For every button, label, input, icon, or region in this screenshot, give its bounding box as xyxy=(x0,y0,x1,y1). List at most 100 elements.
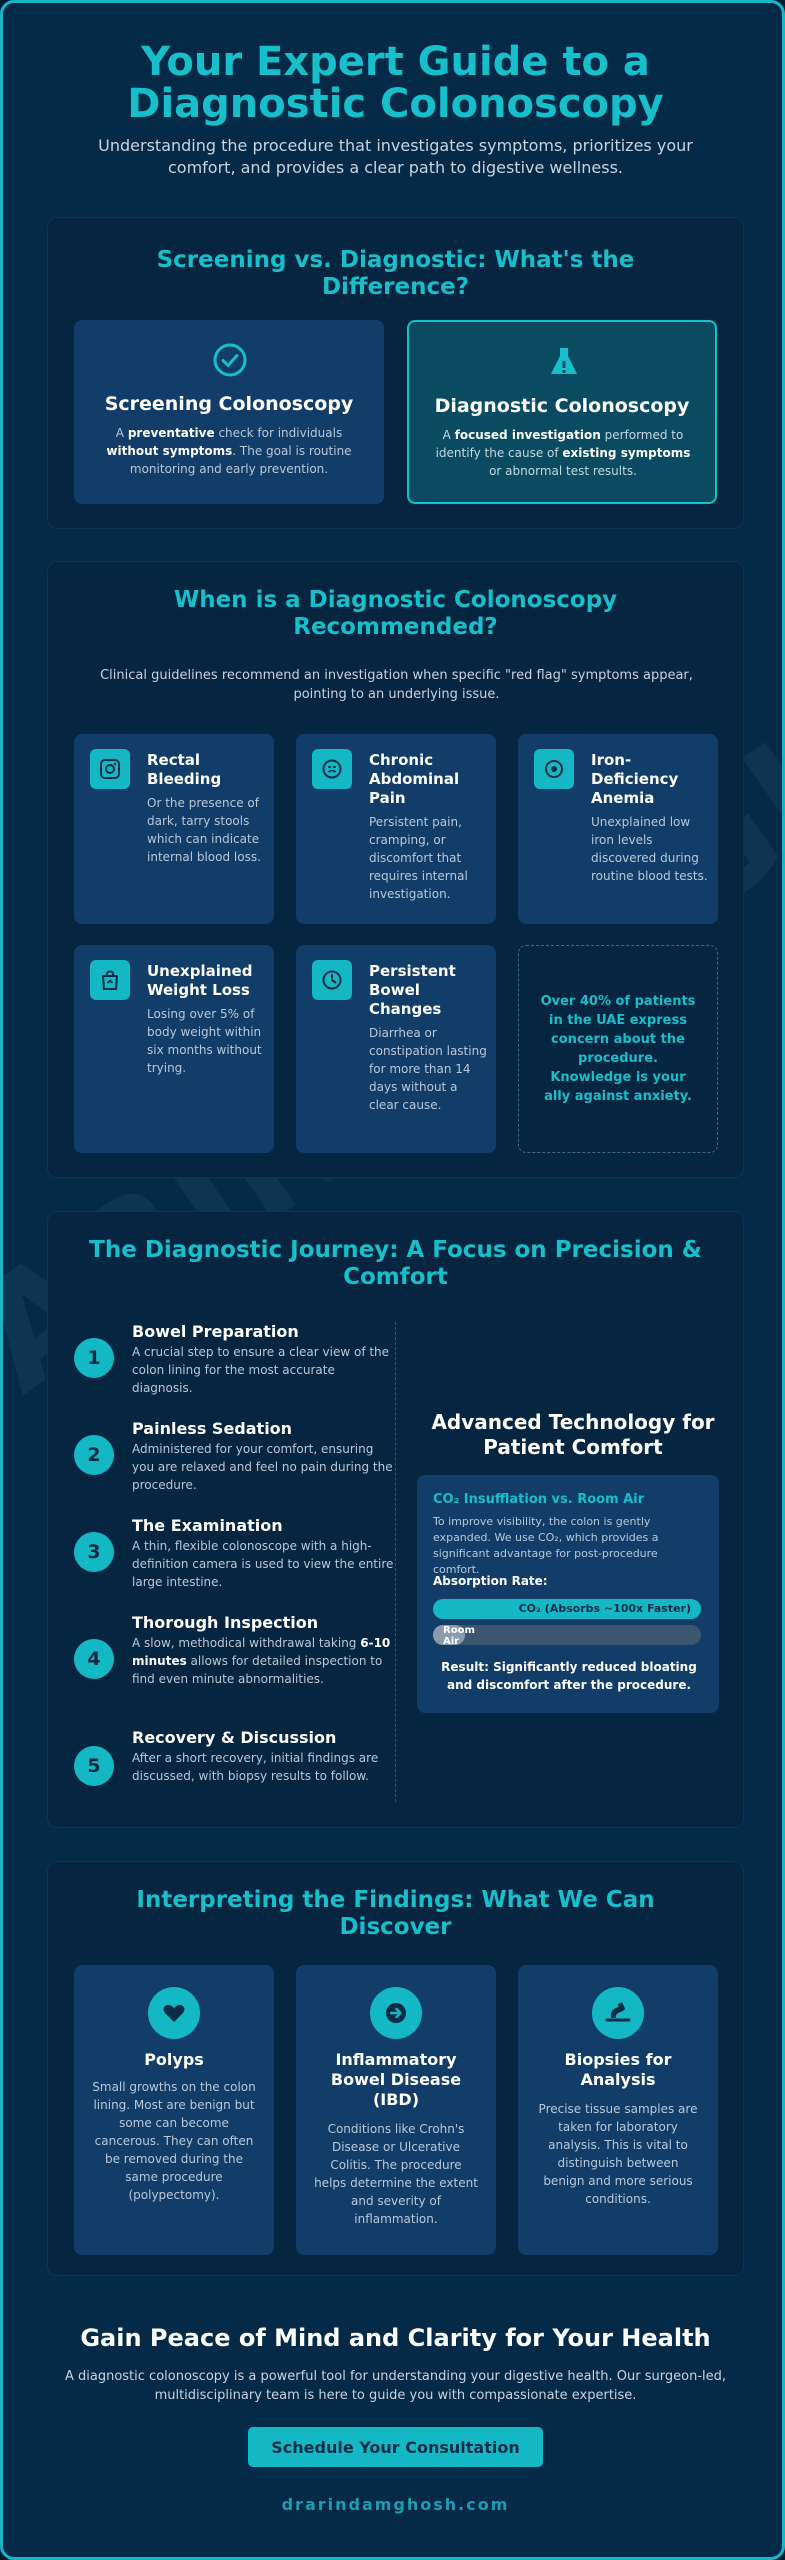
page-title: Your Expert Guide to a Diagnostic Colono… xyxy=(3,39,782,127)
step-number: 1 xyxy=(74,1338,114,1378)
journey-divider xyxy=(395,1322,396,1802)
finding-card: Inflammatory Bowel Disease (IBD) Conditi… xyxy=(296,1965,496,2255)
text-part: . The goal is routine monitoring and ear… xyxy=(129,444,352,476)
section-title-line2: Recommended? xyxy=(293,614,498,640)
co2-bar-label: CO₂ (Absorbs ~100x Faster) xyxy=(518,1602,691,1615)
step-number: 5 xyxy=(74,1746,114,1786)
section-title-line1: Interpreting the Findings: What We Can xyxy=(136,1887,655,1913)
section-title: The Diagnostic Journey: A Focus on Preci… xyxy=(48,1237,743,1291)
footer-text: A diagnostic colonoscopy is a powerful t… xyxy=(64,2369,727,2403)
text-part: performed to identify the cause of xyxy=(435,428,684,460)
diagnostic-journey-section: The Diagnostic Journey: A Focus on Preci… xyxy=(47,1211,744,1828)
text-part: A xyxy=(442,428,455,442)
section-title-line1: Screening vs. Diagnostic: What's the xyxy=(156,247,635,273)
text-part: A slow, methodical withdrawal taking xyxy=(132,1636,361,1650)
section-title-line1: When is a Diagnostic Colonoscopy xyxy=(173,587,618,613)
co2-result: Result: Significantly reduced bloating a… xyxy=(441,1660,697,1692)
screening-card-title: Screening Colonoscopy xyxy=(104,393,354,415)
bag-icon xyxy=(90,960,130,1000)
findings-section: Interpreting the Findings: What We Can D… xyxy=(47,1861,744,2276)
step-text: Administered for your comfort, ensuring … xyxy=(132,1442,393,1492)
flask-icon xyxy=(546,344,582,380)
co2-box-text: To improve visibility, the colon is gent… xyxy=(433,1515,659,1576)
symptom-card-text: Losing over 5% of body weight within six… xyxy=(147,1007,262,1075)
target-icon xyxy=(534,749,574,789)
finding-card-text: Small growths on the colon lining. Most … xyxy=(92,2080,256,2202)
screening-vs-diagnostic-section: Screening vs. Diagnostic: What's the Dif… xyxy=(47,217,744,529)
tech-title: Advanced Technology for Patient Comfort xyxy=(431,1410,715,1459)
symptom-card: Iron-Deficiency Anemia Unexplained low i… xyxy=(518,734,718,924)
text-bold: focused investigation xyxy=(454,428,601,442)
symptom-card: Chronic Abdominal Pain Persistent pain, … xyxy=(296,734,496,924)
air-bar-track: Room Air xyxy=(433,1625,701,1647)
section-title-line2: Discover xyxy=(339,1914,452,1940)
website-link[interactable]: drarindamghosh.com xyxy=(281,2495,510,2514)
screening-card-text: A preventative check for individuals wit… xyxy=(104,424,354,478)
symptom-card-title: Chronic Abdominal Pain xyxy=(369,751,460,807)
symptom-card-title: Rectal Bleeding xyxy=(147,751,222,788)
section-title: Interpreting the Findings: What We Can D… xyxy=(48,1887,743,1941)
co2-box-title: CO₂ Insufflation vs. Room Air xyxy=(433,1492,645,1507)
step-text: After a short recovery, initial findings… xyxy=(132,1751,379,1783)
symptom-card-text: Unexplained low iron levels discovered d… xyxy=(591,815,708,883)
text-part: or abnormal test results. xyxy=(489,464,637,478)
footer-title: Gain Peace of Mind and Clarity for Your … xyxy=(80,2324,711,2352)
symptom-card-text: Diarrhea or constipation lasting for mor… xyxy=(369,1026,487,1112)
air-bar-label: Room Air xyxy=(443,1625,475,1647)
check-circle-icon xyxy=(212,342,248,378)
camera-icon xyxy=(90,749,130,789)
page-subtitle: Understanding the procedure that investi… xyxy=(98,136,693,177)
symptom-card-title: Persistent Bowel Changes xyxy=(369,962,456,1018)
section-title: Screening vs. Diagnostic: What's the Dif… xyxy=(48,247,743,301)
page-title-line2: Diagnostic Colonoscopy xyxy=(127,81,664,127)
screening-card: Screening Colonoscopy A preventative che… xyxy=(74,320,384,504)
finding-card-text: Conditions like Crohn's Disease or Ulcer… xyxy=(314,2122,478,2226)
microscope-icon xyxy=(592,1987,644,2039)
finding-card-title: Biopsies for Analysis xyxy=(564,2050,672,2089)
text-bold: 6-10 minutes xyxy=(132,1636,391,1668)
step-text: A slow, methodical withdrawal taking 6-1… xyxy=(132,1634,394,1688)
finding-card: Biopsies for Analysis Precise tissue sam… xyxy=(518,1965,718,2255)
symptom-card: Unexplained Weight Loss Losing over 5% o… xyxy=(74,945,274,1153)
co2-comparison-box: CO₂ Insufflation vs. Room Air To improve… xyxy=(417,1475,719,1713)
clock-icon xyxy=(312,960,352,1000)
section-title: When is a Diagnostic Colonoscopy Recomme… xyxy=(48,587,743,641)
step-number: 4 xyxy=(74,1639,114,1679)
step-number: 3 xyxy=(74,1532,114,1572)
section-title-line2: Comfort xyxy=(343,1264,448,1290)
page-title-line1: Your Expert Guide to a xyxy=(141,39,650,85)
face-icon xyxy=(312,749,352,789)
text-bold: existing symptoms xyxy=(562,446,691,460)
section-intro: Clinical guidelines recommend an investi… xyxy=(100,668,693,702)
diagnostic-card-title: Diagnostic Colonoscopy xyxy=(434,395,690,417)
text-bold: without symptoms xyxy=(106,444,233,458)
finding-card-title: Inflammatory Bowel Disease (IBD) xyxy=(330,2050,462,2109)
symptom-card: Rectal Bleeding Or the presence of dark,… xyxy=(74,734,274,924)
text-bold: preventative xyxy=(127,426,215,440)
symptom-card-title: Iron-Deficiency Anemia xyxy=(591,751,679,807)
section-title-line2: Difference? xyxy=(321,274,470,300)
step-text: A crucial step to ensure a clear view of… xyxy=(132,1345,390,1395)
schedule-consultation-button[interactable]: Schedule Your Consultation xyxy=(248,2427,543,2467)
text-part: check for individuals xyxy=(214,426,343,440)
step-title: Painless Sedation xyxy=(132,1419,293,1438)
step-title: Recovery & Discussion xyxy=(132,1728,337,1747)
step-title: Thorough Inspection xyxy=(132,1613,319,1632)
section-title-line1: The Diagnostic Journey: A Focus on Preci… xyxy=(89,1237,702,1263)
symptom-card: Persistent Bowel Changes Diarrhea or con… xyxy=(296,945,496,1153)
heart-icon xyxy=(148,1987,200,2039)
co2-bar-fill xyxy=(433,1599,701,1619)
arrow-right-icon xyxy=(370,1987,422,2039)
statistic-text: Over 40% of patients in the UAE express … xyxy=(540,994,696,1104)
symptom-card-text: Or the presence of dark, tarry stools wh… xyxy=(147,796,261,864)
step-title: The Examination xyxy=(132,1516,283,1535)
symptom-card-text: Persistent pain, cramping, or discomfort… xyxy=(369,815,468,901)
finding-card: Polyps Small growths on the colon lining… xyxy=(74,1965,274,2255)
step-title: Bowel Preparation xyxy=(132,1322,299,1341)
absorption-rate-label: Absorption Rate: xyxy=(433,1574,548,1588)
statistic-callout: Over 40% of patients in the UAE express … xyxy=(518,945,718,1153)
step-number: 2 xyxy=(74,1435,114,1475)
diagnostic-card-text: A focused investigation performed to ide… xyxy=(435,426,691,480)
when-recommended-section: When is a Diagnostic Colonoscopy Recomme… xyxy=(47,561,744,1178)
